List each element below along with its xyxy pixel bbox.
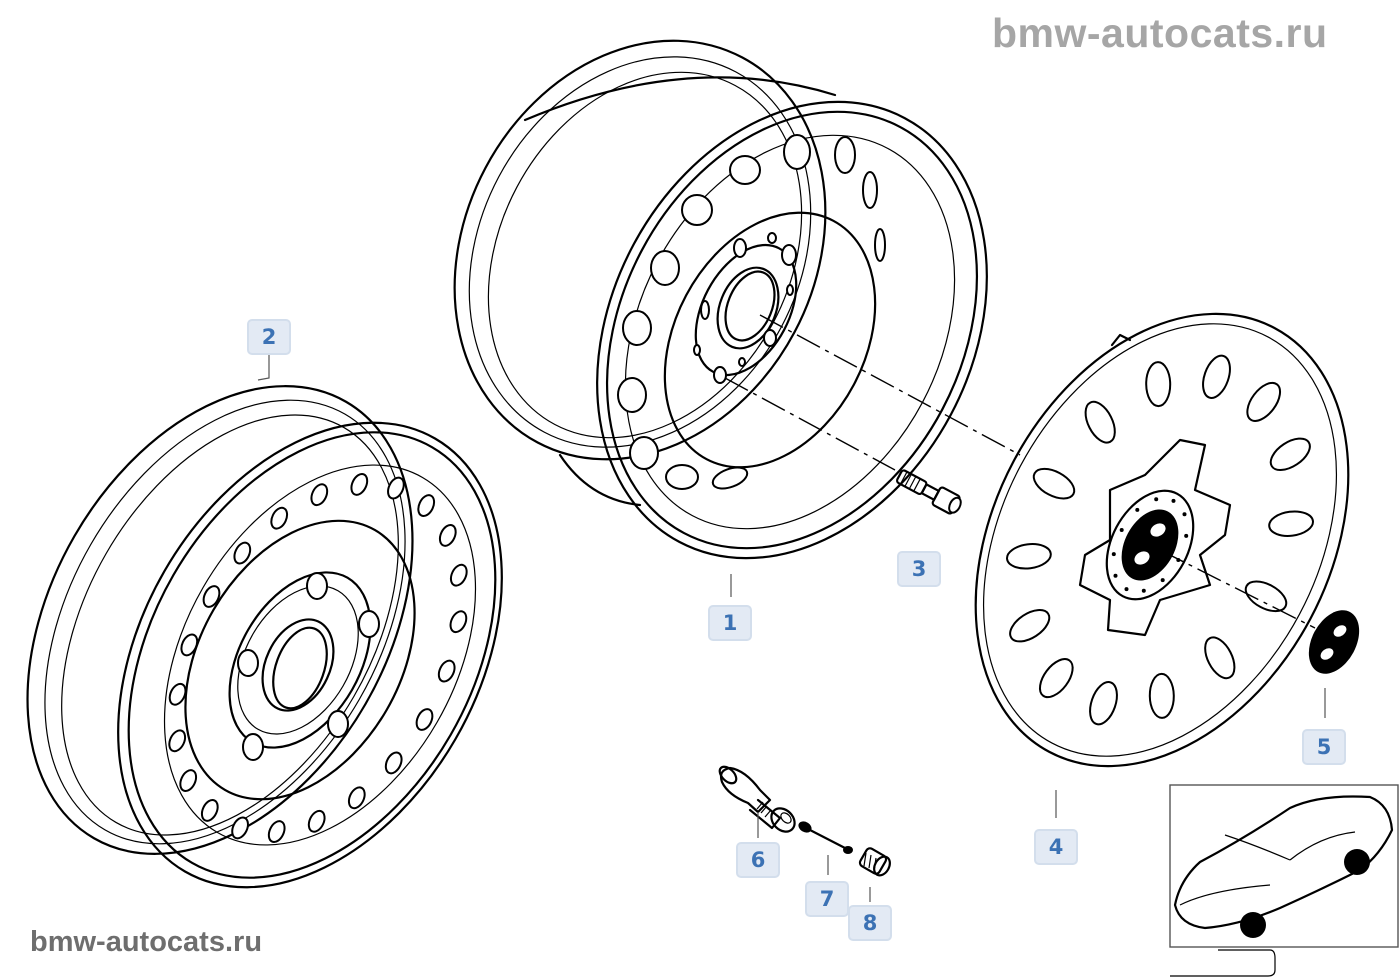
vent-hole [384, 751, 403, 775]
vent-hole [200, 799, 219, 822]
axis-line-bolt [724, 377, 896, 471]
cover-slot [1145, 361, 1172, 408]
callout-part-5[interactable]: 5 [1302, 729, 1346, 765]
vent-hole [347, 786, 366, 810]
cover-slot [1032, 467, 1076, 500]
callout-part-2[interactable]: 2 [247, 319, 291, 355]
rivet [1135, 507, 1140, 512]
vent-hole [438, 524, 457, 547]
rivet [1160, 578, 1165, 583]
valve-insert-drawing[interactable] [796, 819, 853, 854]
watermark-bottom: bmw-autocats.ru [30, 926, 263, 958]
cover-slot [1089, 681, 1118, 726]
vent-hole [350, 473, 369, 496]
vent-hole [179, 769, 198, 792]
rivet [1124, 587, 1129, 592]
vent-hole [270, 506, 289, 530]
vent-hole [231, 816, 249, 840]
cover-slot [1269, 437, 1311, 471]
vehicle-thumbnail[interactable] [1169, 784, 1399, 977]
wheel-cover-slots [1006, 354, 1314, 726]
cover-slot [1246, 381, 1282, 422]
rivet [1171, 498, 1176, 503]
leader-2 [257, 355, 270, 381]
valve-stem-drawing[interactable] [717, 764, 800, 837]
vent-hole [449, 610, 468, 634]
vent-hole [449, 563, 468, 587]
wheel-2-holes [168, 473, 468, 843]
cover-slot [1268, 510, 1314, 537]
cover-slot [1148, 672, 1175, 719]
callout-part-3[interactable]: 3 [897, 551, 941, 587]
watermark-top: bmw-autocats.ru [992, 10, 1328, 56]
wheel-bolt-drawing[interactable] [895, 467, 964, 517]
rivet [1154, 497, 1159, 502]
callout-part-8[interactable]: 8 [848, 905, 892, 941]
callout-part-4[interactable]: 4 [1034, 829, 1078, 865]
cover-slot [1084, 400, 1116, 444]
valve-cap-drawing[interactable] [858, 847, 893, 878]
vent-hole [267, 820, 286, 843]
vent-hole [310, 483, 329, 507]
vent-hole [415, 708, 434, 731]
wheel-2-drawing[interactable] [0, 318, 580, 956]
vent-hole [202, 585, 221, 608]
vent-hole [168, 682, 187, 706]
cover-slot [1009, 609, 1051, 643]
vent-hole [307, 809, 326, 833]
rivet [1113, 573, 1118, 578]
wheel-cover-drawing[interactable] [901, 249, 1400, 831]
cover-slot [1244, 580, 1288, 613]
callout-part-6[interactable]: 6 [736, 842, 780, 878]
emblem-drawing[interactable] [1299, 602, 1370, 683]
callout-part-7[interactable]: 7 [805, 881, 849, 917]
vent-hole [168, 729, 187, 753]
vent-hole [233, 541, 252, 565]
axis-line-hub [759, 314, 1021, 456]
rivet [1111, 552, 1116, 557]
rivet [1182, 512, 1187, 517]
vent-hole [180, 633, 199, 657]
vent-hole [437, 659, 456, 683]
wheel-1-holes [617, 134, 886, 490]
cover-slot [1038, 658, 1074, 699]
rivet [1119, 528, 1124, 532]
wheel-cover-rivets [1111, 497, 1189, 593]
callout-part-1[interactable]: 1 [708, 605, 752, 641]
cover-slot [1204, 636, 1236, 680]
vent-hole [387, 476, 405, 500]
vent-hole [417, 494, 436, 517]
rivet [1184, 533, 1189, 538]
wheel-1-drawing[interactable] [383, 0, 1063, 626]
axis-line-emblem [1159, 549, 1316, 629]
cover-slot [1006, 543, 1052, 570]
cover-slot [1202, 354, 1231, 399]
rivet [1141, 588, 1146, 593]
